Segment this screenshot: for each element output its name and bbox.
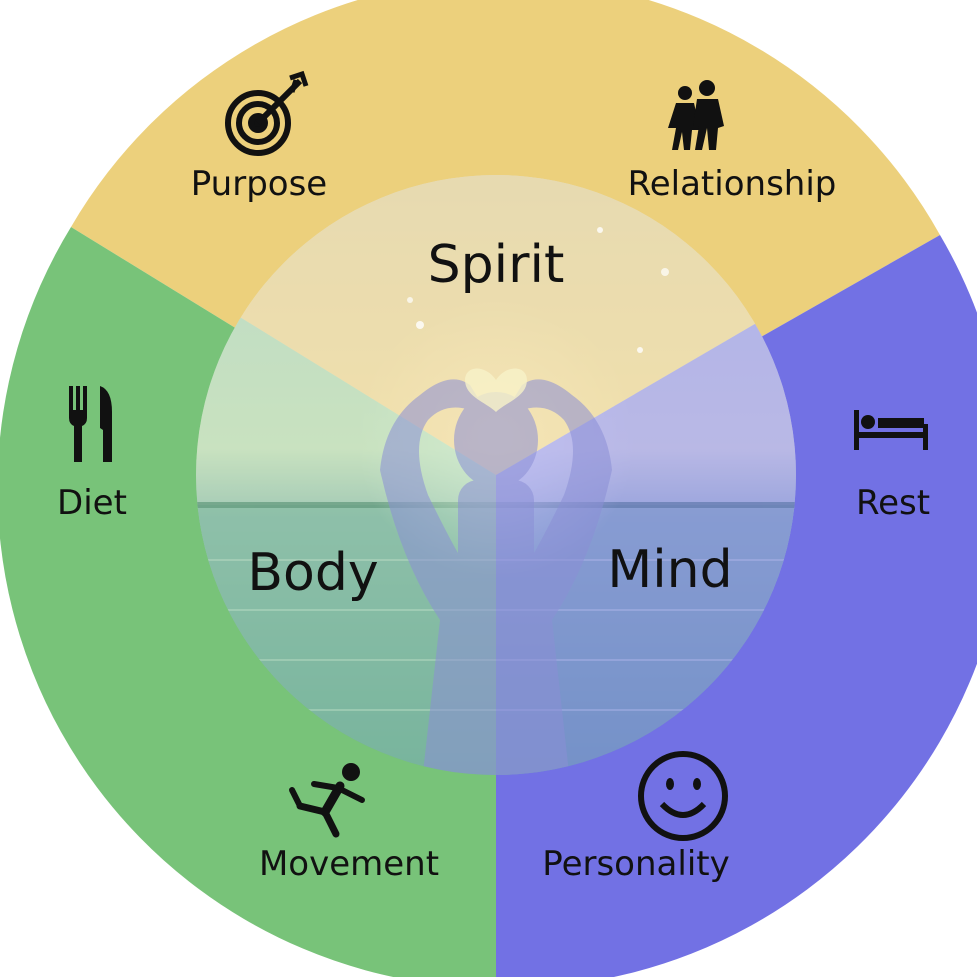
personality-label: Personality [542,844,729,884]
body-label: Body [247,543,378,603]
relationship-label: Relationship [628,164,837,204]
rest-label: Rest [856,483,930,523]
diet-label: Diet [57,483,127,523]
purpose-label: Purpose [191,164,327,204]
spirit-label: Spirit [428,235,565,295]
movement-label: Movement [259,844,439,884]
mind-label: Mind [607,540,732,600]
